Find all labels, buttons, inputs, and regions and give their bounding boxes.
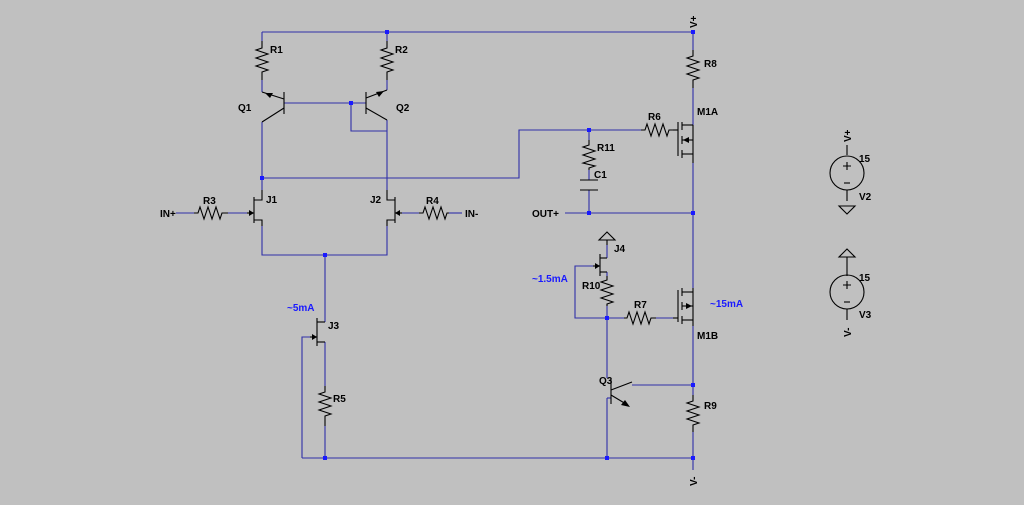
resistor-r3[interactable] — [194, 205, 228, 221]
resistor-r10[interactable] — [599, 276, 615, 306]
net-labels: IN+ IN- OUT+ V+ V- V+ V- — [160, 15, 854, 486]
junction-dot — [691, 456, 695, 460]
net-label-vplus-top: V+ — [689, 15, 700, 28]
label-r11: R11 — [597, 143, 615, 154]
resistor-r2[interactable] — [379, 41, 395, 80]
label-j1: J1 — [266, 195, 278, 206]
label-r2: R2 — [395, 45, 408, 56]
label-v2: V2 — [859, 192, 872, 203]
jfet-j2[interactable] — [386, 190, 402, 226]
label-j2: J2 — [370, 195, 382, 206]
transistor-q2[interactable] — [365, 89, 388, 121]
label-r5: R5 — [333, 394, 346, 405]
transistor-q3[interactable] — [610, 380, 633, 407]
label-r1: R1 — [270, 45, 283, 56]
annotation-j3-current: ~5mA — [287, 303, 315, 314]
ground-icon — [597, 231, 617, 245]
junction-dot — [349, 101, 353, 105]
junction-dots — [260, 30, 695, 460]
annotation-j4-current: ~1.5mA — [532, 274, 568, 285]
label-q2: Q2 — [396, 103, 410, 114]
label-j3: J3 — [328, 321, 340, 332]
junction-dot — [587, 128, 591, 132]
label-q3: Q3 — [599, 376, 613, 387]
label-r4: R4 — [426, 196, 439, 207]
junction-dot — [323, 253, 327, 257]
mosfet-m1a[interactable] — [673, 122, 694, 163]
annotations: ~5mA ~1.5mA ~15mA — [287, 274, 743, 314]
voltage-source-v2[interactable] — [829, 145, 865, 215]
net-label-out-plus: OUT+ — [532, 209, 559, 220]
label-r6: R6 — [648, 112, 661, 123]
capacitor-c1[interactable] — [580, 179, 598, 191]
voltage-source-v3[interactable] — [829, 248, 865, 320]
label-r8: R8 — [704, 59, 717, 70]
resistor-r9[interactable] — [685, 395, 701, 432]
jfet-j4[interactable] — [593, 254, 607, 276]
junction-dot — [691, 30, 695, 34]
jfet-j1[interactable] — [247, 190, 263, 226]
resistor-r7[interactable] — [624, 310, 656, 326]
junction-dot — [587, 211, 591, 215]
resistor-r4[interactable] — [419, 205, 449, 221]
annotation-m1b-current: ~15mA — [710, 299, 743, 310]
junction-dot — [605, 456, 609, 460]
label-v2-value: 15 — [859, 154, 871, 165]
resistor-r6[interactable] — [641, 122, 673, 138]
label-r7: R7 — [634, 300, 647, 311]
jfet-j3[interactable] — [310, 318, 325, 346]
label-r10: R10 — [582, 281, 601, 292]
resistor-r11[interactable] — [581, 140, 597, 170]
transistor-q1[interactable] — [261, 91, 285, 123]
label-v3: V3 — [859, 310, 872, 321]
component-labels: R1 R2 Q1 Q2 J1 J2 R3 R4 J3 R5 R8 M1A R6 … — [203, 45, 872, 412]
junction-dot — [385, 30, 389, 34]
label-j4: J4 — [614, 244, 626, 255]
label-r3: R3 — [203, 196, 216, 207]
junction-dot — [691, 383, 695, 387]
net-label-vminus-bottom: V- — [689, 477, 700, 486]
junction-dot — [260, 176, 264, 180]
junction-dot — [323, 456, 327, 460]
label-v3-value: 15 — [859, 273, 871, 284]
resistor-r1[interactable] — [254, 41, 270, 80]
resistors — [194, 41, 701, 432]
label-m1b: M1B — [697, 331, 718, 342]
junction-dot — [691, 211, 695, 215]
label-r9: R9 — [704, 401, 717, 412]
net-label-vplus-source: V+ — [843, 129, 854, 142]
label-m1a: M1A — [697, 107, 718, 118]
mosfet-m1b[interactable] — [673, 288, 694, 326]
junction-dot — [605, 316, 609, 320]
label-q1: Q1 — [238, 103, 252, 114]
resistor-r8[interactable] — [685, 50, 701, 88]
resistor-r5[interactable] — [317, 386, 333, 426]
label-c1: C1 — [594, 170, 607, 181]
net-label-in-plus: IN+ — [160, 209, 176, 220]
net-label-vminus-source: V- — [843, 328, 854, 337]
net-label-in-minus: IN- — [465, 209, 478, 220]
